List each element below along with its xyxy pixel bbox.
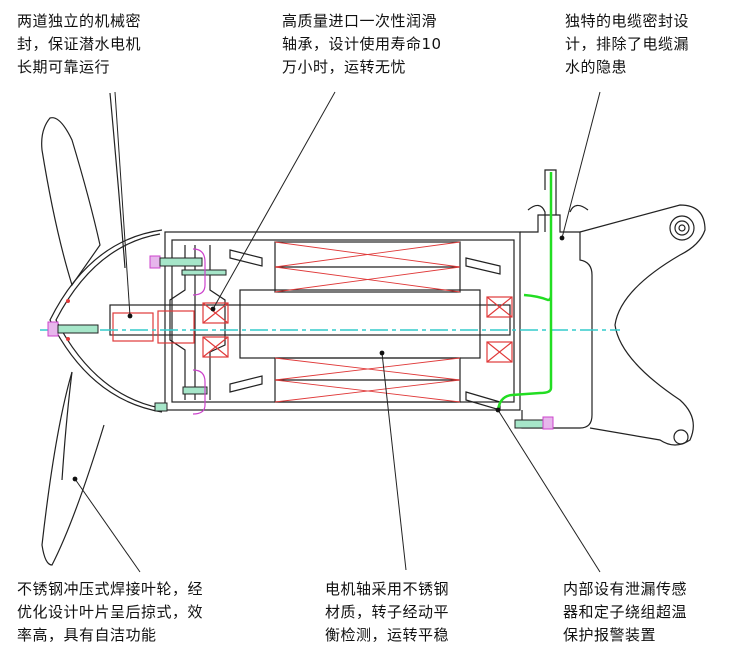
nose-cone — [49, 229, 163, 413]
leader-cable-seal — [561, 91, 601, 239]
end-coil-rear-top — [465, 257, 501, 275]
cable-gland — [527, 169, 589, 232]
end-coil-front-bottom — [229, 375, 263, 393]
seal-dot-top — [66, 299, 70, 303]
power-cable — [496, 172, 553, 411]
front-bearing — [202, 302, 229, 358]
bracket-hole-top — [669, 215, 695, 241]
leader-sensor — [497, 409, 601, 573]
seal-dot-bottom — [66, 337, 70, 341]
leader-dot-cable — [559, 235, 565, 241]
rotor — [239, 289, 481, 359]
callout-leak-sensor: 内部设有泄漏传感 器和定子绕组超温 保护报警装置 — [563, 580, 688, 644]
callout-bearing: 高质量进口一次性润滑 轴承，设计使用寿命10 万小时，运转无忧 — [282, 12, 442, 76]
leader-shaft — [381, 352, 407, 571]
leader-dot-sensor — [495, 407, 501, 413]
stator-winding-top — [274, 241, 461, 293]
impeller-blade-lower — [41, 371, 105, 566]
rear-bearing — [486, 296, 513, 363]
motor-housing — [164, 231, 521, 411]
impeller-blade-lower-edge — [61, 371, 73, 481]
seal-spring-bottom — [192, 369, 206, 415]
shaft-sleeve-2 — [157, 310, 195, 344]
leader-dot-seal — [127, 313, 133, 319]
end-coil-front-top — [229, 249, 263, 267]
shaft-sleeve-1 — [112, 312, 154, 342]
leader-bearing — [212, 91, 336, 310]
cable-junction-box — [520, 214, 593, 429]
bracket-hole-bottom — [673, 429, 689, 445]
end-coil-rear-bottom — [465, 391, 501, 411]
leader-impeller — [74, 478, 141, 573]
callout-shaft: 电机轴采用不锈钢 材质，转子经动平 衡检测，运转平稳 — [325, 580, 450, 644]
motor-housing-inner — [171, 239, 515, 403]
nose-cone-inner — [55, 233, 161, 409]
callout-impeller: 不锈钢冲压式焊接叶轮，经 优化设计叶片呈后掠式，效 率高，具有自洁功能 — [17, 580, 204, 644]
leader-dot-shaft — [379, 350, 385, 356]
mounting-bracket — [579, 204, 706, 446]
leader-dot-bearing — [210, 306, 216, 312]
leader-dot-impeller — [72, 476, 78, 482]
bolts — [47, 255, 554, 430]
leader-mechanical-seal — [114, 91, 131, 317]
stator-winding-bottom — [274, 357, 461, 403]
impeller-blade-upper-edge — [109, 92, 126, 269]
motor-shaft — [109, 304, 511, 336]
callout-cable-seal: 独特的电缆密封设 计，排除了电缆漏 水的隐患 — [565, 12, 690, 76]
callout-mechanical-seal: 两道独立的机械密 封，保证潜水电机 长期可靠运行 — [17, 12, 142, 76]
seal-spring-top — [192, 248, 206, 296]
impeller-blade-upper — [41, 117, 101, 287]
